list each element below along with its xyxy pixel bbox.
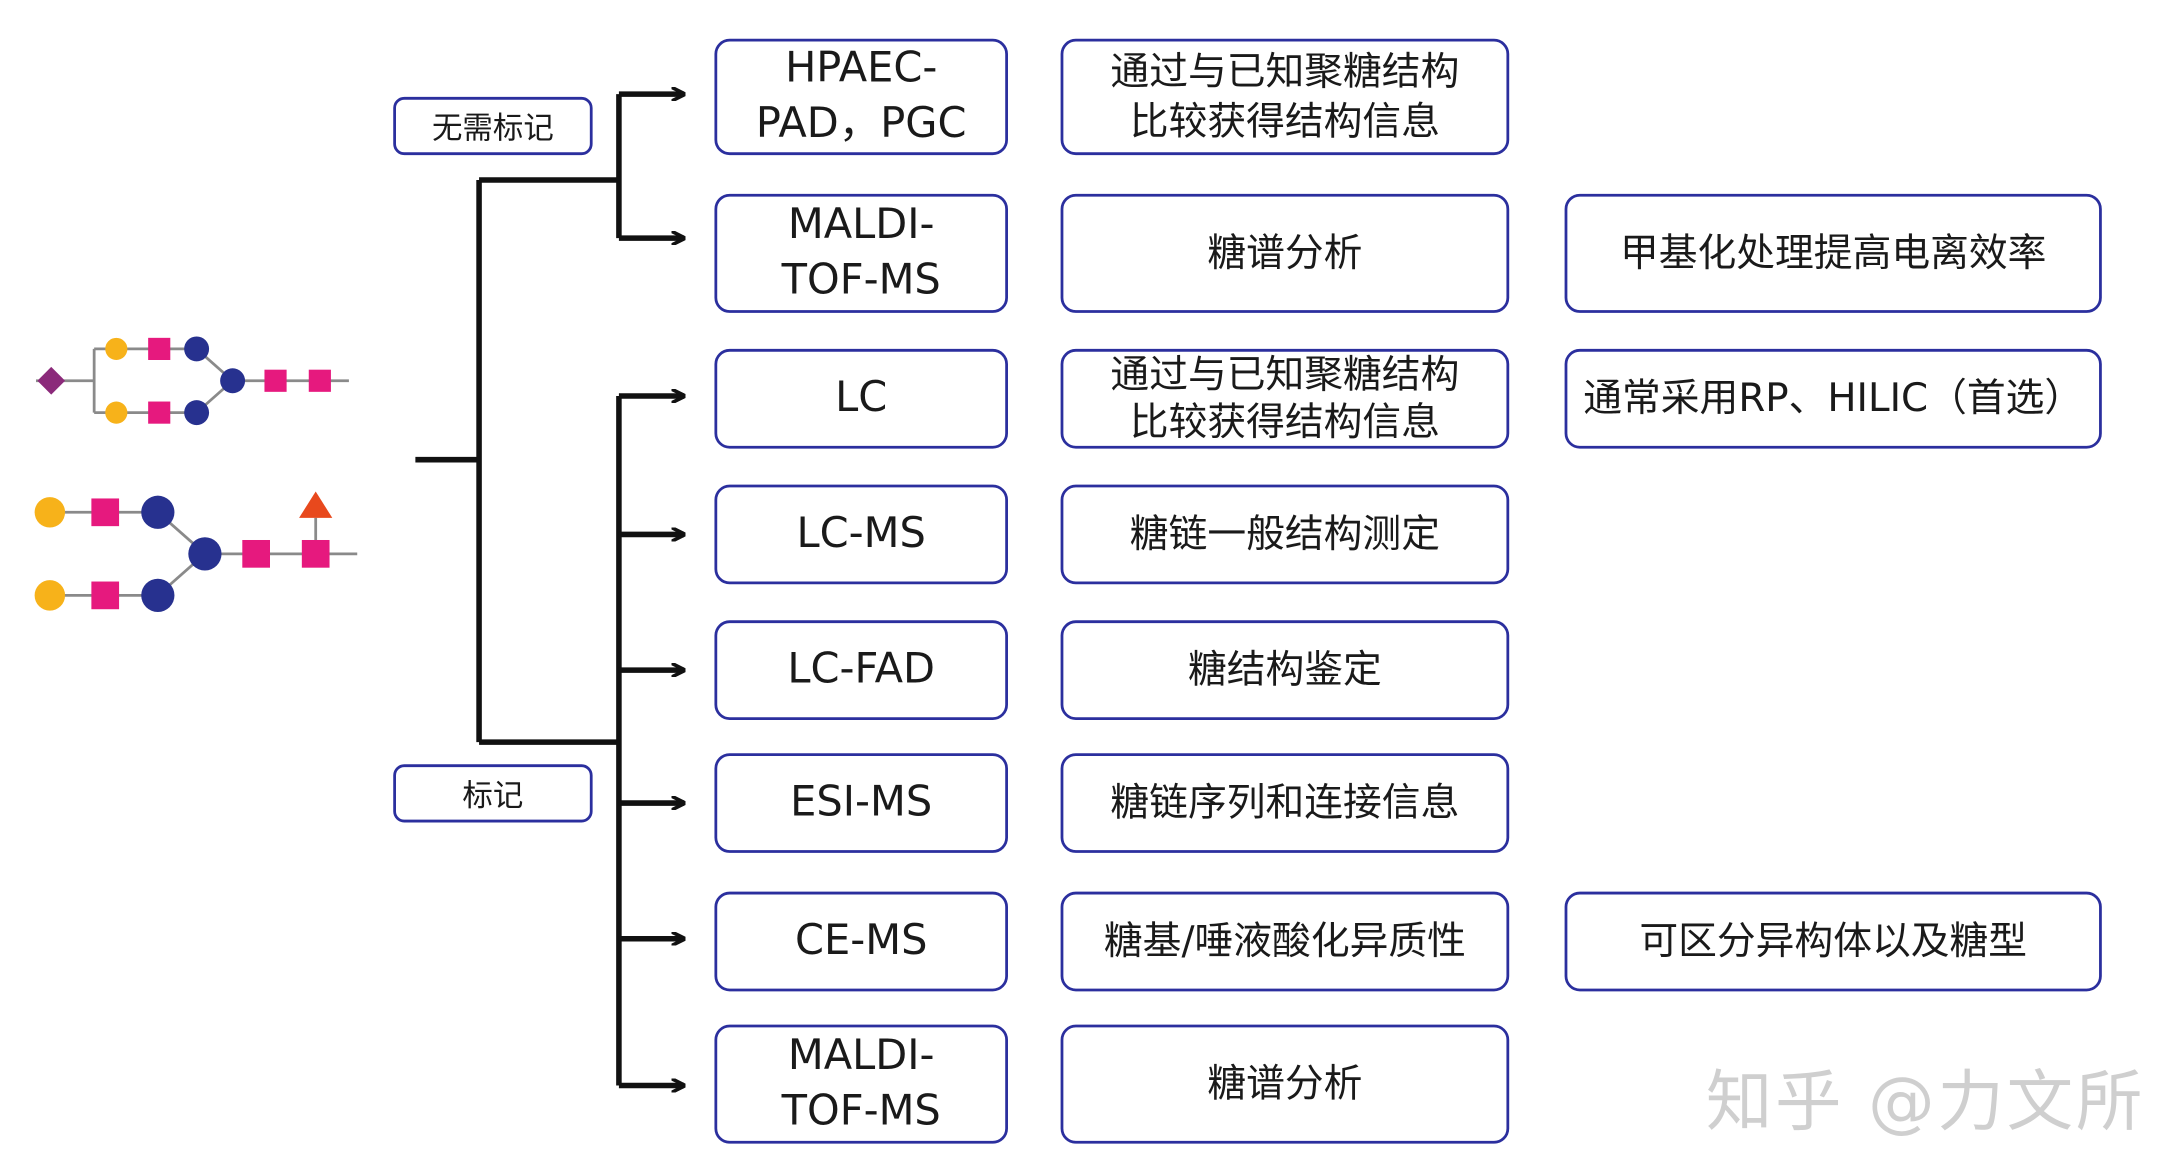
mannose-icon <box>184 400 210 426</box>
labeled-category-label: 标记 <box>393 764 593 823</box>
application-box: 糖谱分析 <box>1060 1024 1510 1144</box>
mannose-icon <box>220 368 246 394</box>
glcnac-icon <box>264 369 287 392</box>
glcnac-icon <box>91 581 120 610</box>
application-box: 糖链一般结构测定 <box>1060 484 1510 585</box>
method-box: LC-MS <box>714 484 1008 585</box>
method-box: MALDI- TOF-MS <box>714 1024 1008 1144</box>
watermark: 知乎 @力文所 <box>1705 1063 2146 1141</box>
mannose-icon <box>184 336 210 362</box>
application-box: 糖基/唾液酸化异质性 <box>1060 891 1510 992</box>
galactose-icon <box>34 497 66 528</box>
method-box: ESI-MS <box>714 753 1008 853</box>
mannose-icon <box>188 537 222 571</box>
application-box: 通过与已知聚糖结构 比较获得结构信息 <box>1060 348 1510 449</box>
fucose-icon <box>299 491 333 518</box>
glcnac-icon <box>301 539 330 568</box>
application-box: 通过与已知聚糖结构 比较获得结构信息 <box>1060 38 1510 156</box>
glcnac-icon <box>148 401 171 424</box>
mannose-icon <box>141 578 175 612</box>
method-box: LC <box>714 348 1008 449</box>
glcnac-icon <box>91 498 120 527</box>
glcnac-icon <box>308 369 331 392</box>
glcnac-icon <box>242 539 270 568</box>
labeled-label-text: 标记 <box>462 779 524 815</box>
mannose-icon <box>141 495 175 529</box>
note-box: 通常采用RP、HILIC（首选） <box>1564 348 2102 449</box>
method-box: MALDI- TOF-MS <box>714 193 1008 313</box>
unlabeled-category-label: 无需标记 <box>393 96 593 156</box>
glcnac-icon <box>148 337 171 360</box>
note-box: 可区分异构体以及糖型 <box>1564 891 2102 992</box>
galactose-icon <box>105 401 128 424</box>
application-box: 糖结构鉴定 <box>1060 620 1510 720</box>
note-box: 甲基化处理提高电离效率 <box>1564 193 2102 313</box>
galactose-icon <box>105 337 128 360</box>
application-box: 糖谱分析 <box>1060 193 1510 313</box>
method-box: HPAEC- PAD，PGC <box>714 38 1008 156</box>
unlabeled-label-text: 无需标记 <box>431 112 554 147</box>
method-box: CE-MS <box>714 891 1008 992</box>
method-box: LC-FAD <box>714 620 1008 720</box>
sialic-acid-icon <box>37 366 66 395</box>
application-box: 糖链序列和连接信息 <box>1060 753 1510 853</box>
galactose-icon <box>34 580 66 611</box>
